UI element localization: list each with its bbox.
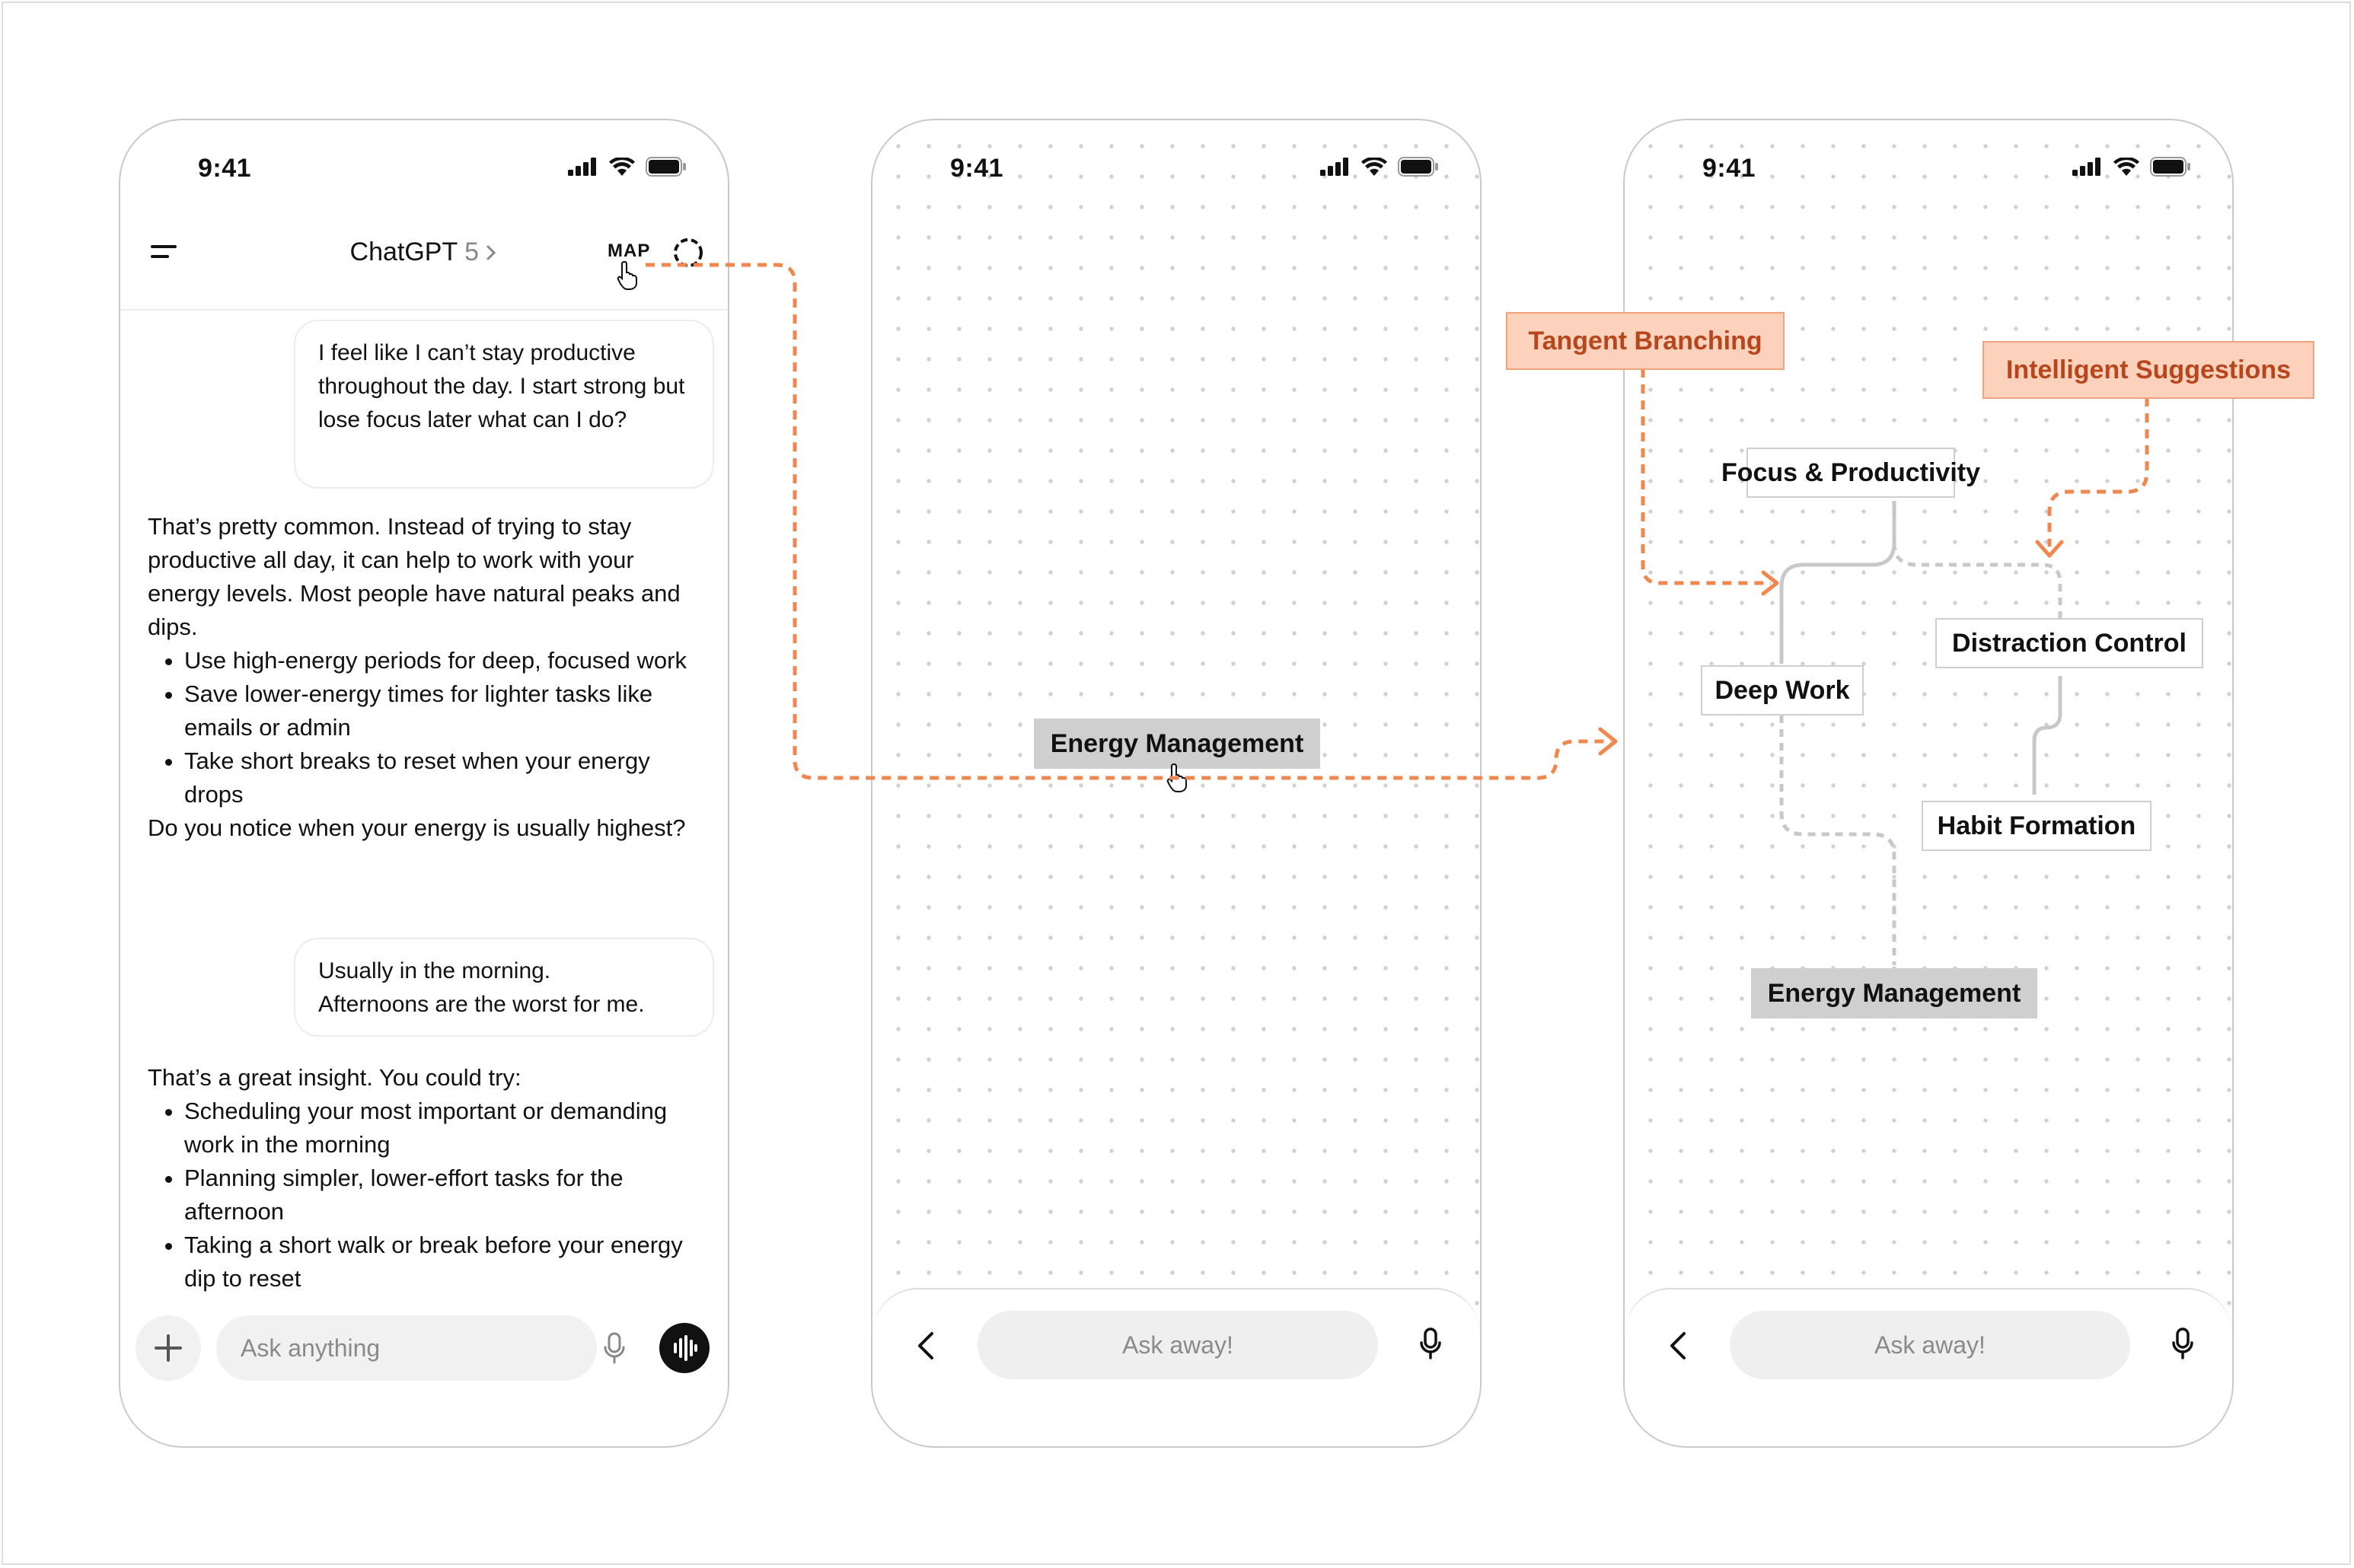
cursor-icon xyxy=(617,260,637,290)
status-time: 9:41 xyxy=(950,154,1004,183)
chat-phone: 9:41 ChatGPT 5 MAP I feel like I can’t s… xyxy=(119,119,729,1448)
chat-input-bar: Ask anything xyxy=(120,1294,728,1446)
menu-icon[interactable] xyxy=(151,242,178,262)
map-input-bar: Ask away! xyxy=(872,1288,1480,1446)
list-item: Save lower-energy times for lighter task… xyxy=(184,677,711,744)
assistant-message: That’s a great insight. You could try: S… xyxy=(148,1061,711,1296)
voice-mode-button[interactable] xyxy=(659,1323,710,1373)
back-icon[interactable] xyxy=(917,1331,935,1361)
model-version: 5 xyxy=(464,237,480,266)
user-message: I feel like I can’t stay productive thro… xyxy=(294,320,714,489)
connector-dashed xyxy=(1892,542,2062,623)
plus-icon xyxy=(155,1334,182,1362)
wifi-icon xyxy=(2113,158,2139,176)
chat-input[interactable]: Ask anything xyxy=(216,1315,597,1381)
tree-input[interactable]: Ask away! xyxy=(1730,1311,2130,1379)
tree-phone: 9:41 Focus & Productivity Deep Work Dist… xyxy=(1623,119,2234,1448)
wifi-icon xyxy=(609,158,635,176)
assistant-outro: Do you notice when your energy is usuall… xyxy=(148,814,686,841)
list-item: Use high-energy periods for deep, focuse… xyxy=(184,644,711,677)
wifi-icon xyxy=(1361,158,1387,176)
list-item: Taking a short walk or break before your… xyxy=(184,1229,711,1296)
assistant-intro: That’s pretty common. Instead of trying … xyxy=(148,513,681,640)
reload-icon[interactable] xyxy=(671,236,705,269)
back-icon[interactable] xyxy=(1669,1331,1687,1361)
user-message-text: Afternoons are the worst for me. xyxy=(318,992,645,1017)
add-button[interactable] xyxy=(136,1315,201,1381)
mic-icon[interactable] xyxy=(2171,1327,2194,1361)
tree-node-focus-productivity[interactable]: Focus & Productivity xyxy=(1721,448,1980,498)
app-title: ChatGPT xyxy=(349,237,458,266)
status-icons xyxy=(2072,157,2191,177)
battery-icon xyxy=(1398,157,1438,177)
mic-icon[interactable] xyxy=(1419,1327,1442,1361)
tree-node-distraction-control[interactable]: Distraction Control xyxy=(1935,618,2203,668)
status-time: 9:41 xyxy=(198,154,252,183)
list-item: Scheduling your most important or demand… xyxy=(184,1095,711,1162)
model-selector[interactable]: ChatGPT 5 xyxy=(120,237,728,267)
mic-icon[interactable] xyxy=(603,1332,626,1366)
chevron-right-icon xyxy=(486,245,496,260)
assistant-intro: That’s a great insight. You could try: xyxy=(148,1064,522,1091)
battery-icon xyxy=(646,157,686,177)
user-message-text: I feel like I can’t stay productive thro… xyxy=(318,340,685,432)
list-item: Planning simpler, lower-effort tasks for… xyxy=(184,1162,711,1229)
voice-icon xyxy=(674,1335,697,1361)
connector-solid xyxy=(2032,676,2062,795)
signal-icon xyxy=(568,158,596,176)
map-button[interactable]: MAP xyxy=(608,241,651,261)
assistant-message: That’s pretty common. Instead of trying … xyxy=(148,510,711,845)
tree-node-habit-formation[interactable]: Habit Formation xyxy=(1922,801,2151,851)
map-input[interactable]: Ask away! xyxy=(978,1311,1378,1379)
list-item: Take short breaks to reset when your ene… xyxy=(184,744,711,811)
status-icons xyxy=(568,157,687,177)
annotation-tangent-branching: Tangent Branching xyxy=(1506,312,1785,370)
status-icons xyxy=(1320,157,1439,177)
connector-solid xyxy=(1779,501,1896,664)
tree-node-energy-management[interactable]: Energy Management xyxy=(1751,968,2037,1018)
status-time: 9:41 xyxy=(1702,154,1756,183)
annotation-intelligent-suggestions: Intelligent Suggestions xyxy=(1982,341,2314,399)
chat-header: ChatGPT 5 MAP xyxy=(120,212,728,311)
user-message: Usually in the morning. Afternoons are t… xyxy=(294,938,714,1037)
signal-icon xyxy=(2072,158,2100,176)
battery-icon xyxy=(2150,157,2190,177)
map-node-energy-management[interactable]: Energy Management xyxy=(1034,719,1320,769)
signal-icon xyxy=(1320,158,1348,176)
connector-dashed xyxy=(1779,715,1896,965)
user-message-text: Usually in the morning. xyxy=(318,958,551,983)
tree-connectors xyxy=(1779,501,2062,965)
map-phone: 9:41 Energy Management Ask away! xyxy=(871,119,1482,1448)
tree-node-deep-work[interactable]: Deep Work xyxy=(1701,665,1864,715)
cursor-icon xyxy=(1166,763,1187,792)
tree-input-bar: Ask away! xyxy=(1625,1288,2232,1446)
